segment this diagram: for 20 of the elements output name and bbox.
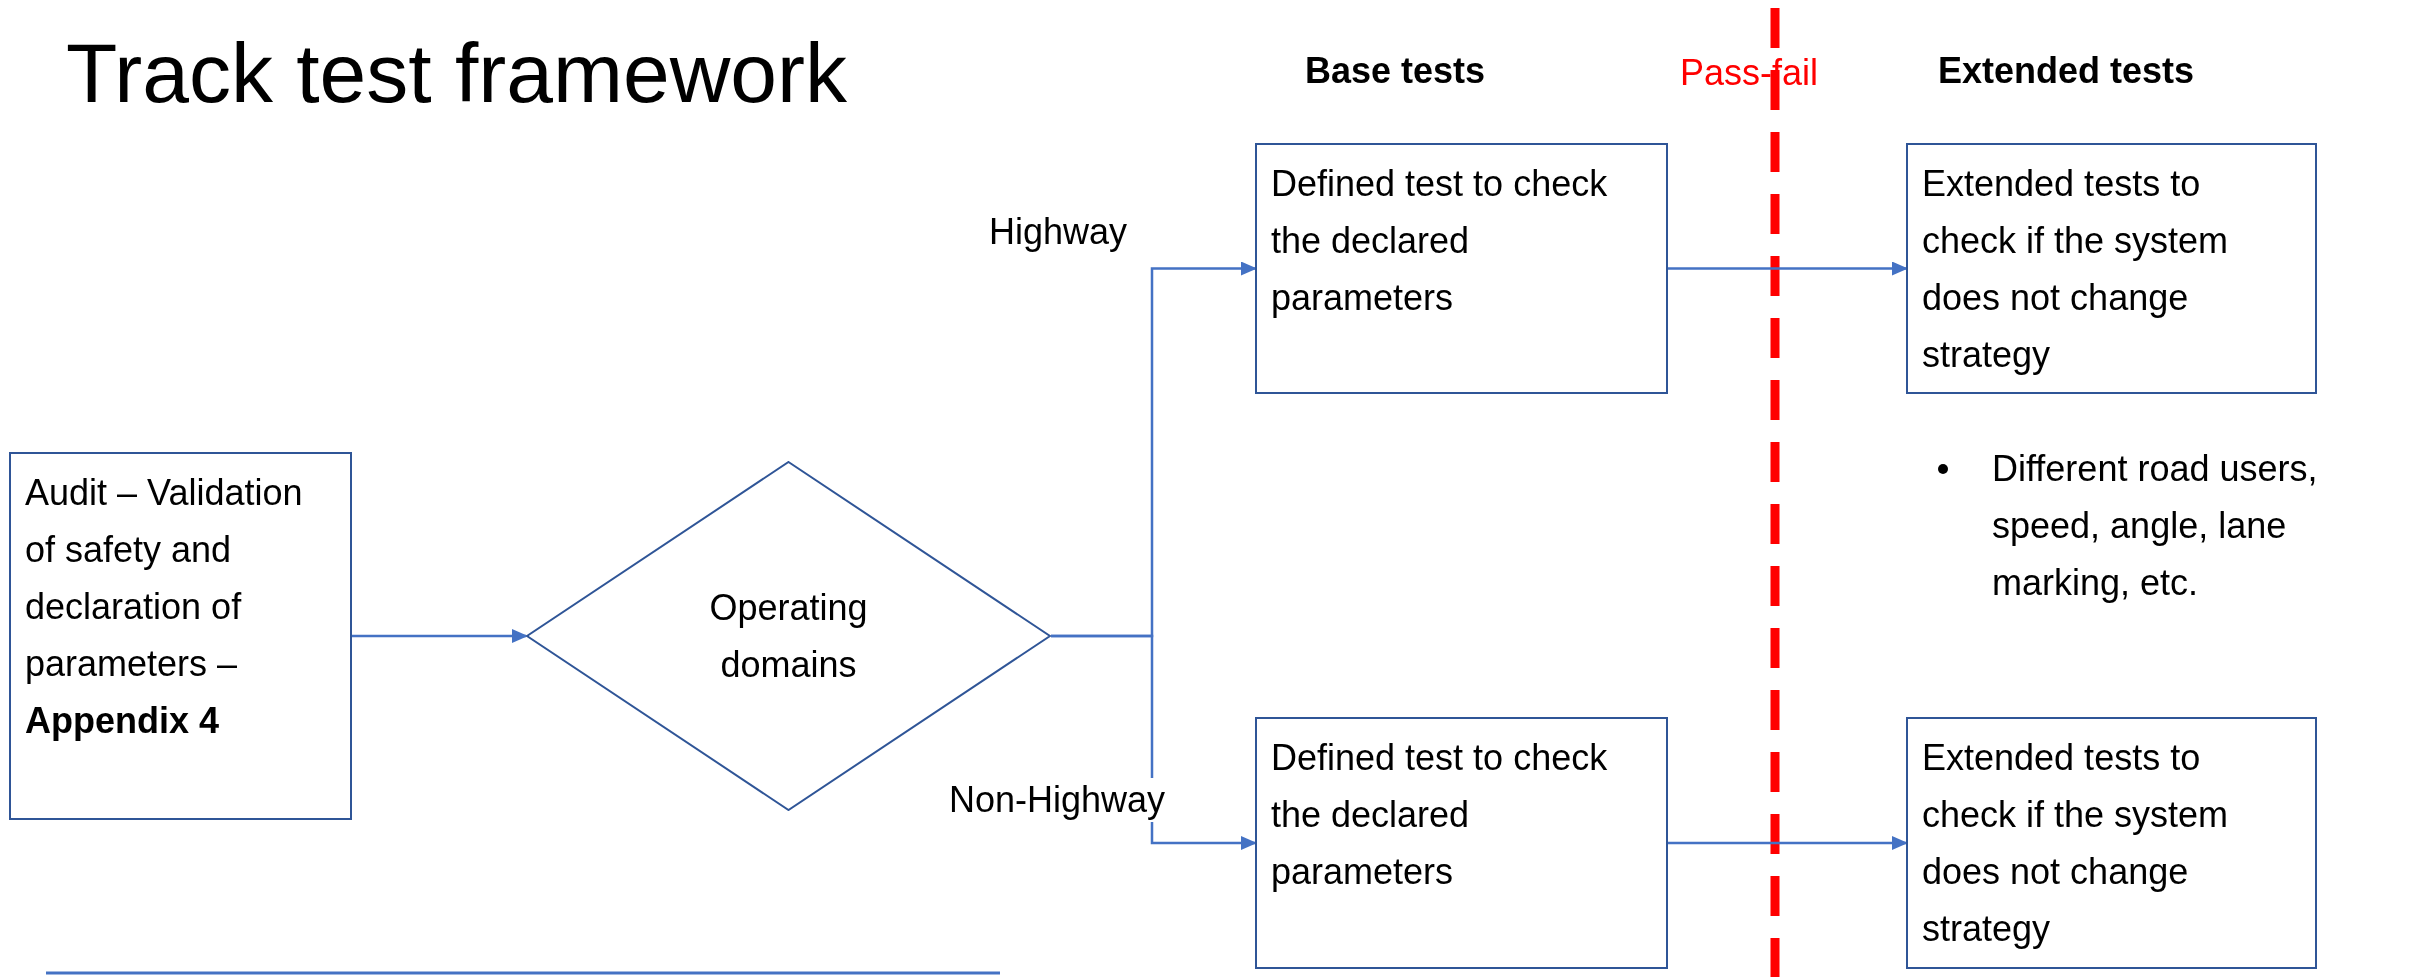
column-heading: Extended tests — [1938, 49, 2195, 93]
node-text: Extended tests to check if the system does not change strategy — [1922, 162, 2230, 377]
node-text: Defined test to check the declared parameters — [1271, 736, 1609, 894]
process-box — [1906, 143, 2317, 394]
node-text: Defined test to check the declared parameters — [1271, 162, 1609, 320]
arrow — [1051, 634, 1257, 850]
arrow — [352, 629, 528, 643]
divider-label: Pass-fail — [1680, 51, 1819, 95]
bullet-note: Different road users, speed, angle, lane marking, etc. — [1992, 447, 2319, 605]
process-box — [1255, 717, 1668, 969]
arrow — [1668, 261, 1908, 276]
arrow — [1668, 836, 1908, 850]
process-box — [1255, 143, 1668, 394]
process-box — [1906, 717, 2317, 969]
node-text: Audit – Validation of safety and declaration of parameters – Appendix 4 — [25, 471, 304, 743]
column-heading: Base tests — [1305, 49, 1486, 93]
node-text: Operating domains — [708, 586, 869, 687]
node-text: Extended tests to check if the system does not change strategy — [1922, 736, 2230, 951]
process-box — [9, 452, 352, 820]
title: Track test framework — [66, 25, 848, 122]
